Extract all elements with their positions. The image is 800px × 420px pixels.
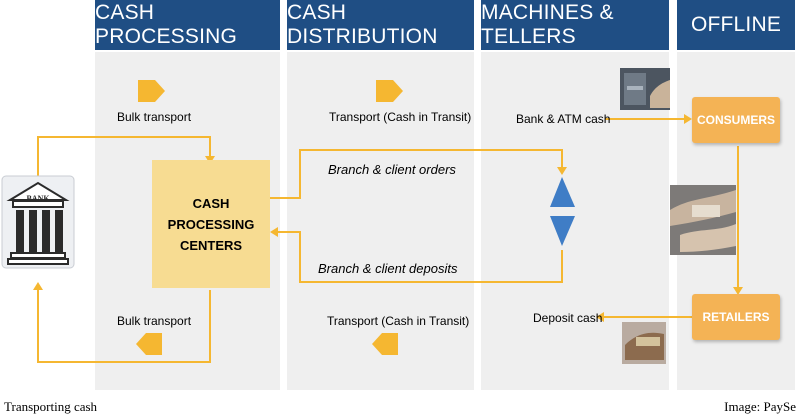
header-machines-tellers: MACHINES & TELLERS xyxy=(481,0,669,50)
processing-center-line2: PROCESSING xyxy=(167,216,255,232)
bulk-transport-top-line xyxy=(37,136,211,178)
bidirectional-arrow-icon xyxy=(550,177,575,246)
cash-deposit-photo-icon xyxy=(622,322,666,364)
arrowhead-into-retailers xyxy=(733,287,743,295)
bulk-transport-bottom-line xyxy=(37,288,211,363)
branch-deposits-line xyxy=(275,231,563,283)
header-offline: OFFLINE xyxy=(677,0,795,50)
caption-credit: Image: PaySe xyxy=(724,399,796,414)
cash-processing-centers-box: CASH PROCESSING CENTERS xyxy=(152,160,270,288)
label-deposit-cash: Deposit cash xyxy=(533,311,603,325)
consumers-box: CONSUMERS xyxy=(692,97,780,143)
cash-exchange-photo-icon xyxy=(670,185,736,255)
bank-building-icon xyxy=(1,175,75,269)
arrowhead-into-consumers xyxy=(684,114,692,124)
retailers-box: RETAILERS xyxy=(692,294,780,340)
transport-marker-icon xyxy=(376,80,403,102)
label-bank-atm-cash: Bank & ATM cash xyxy=(516,112,611,126)
label-transport-top: Transport (Cash in Transit) xyxy=(329,110,472,124)
arrowhead-into-processing-side xyxy=(270,227,278,237)
header-cash-processing: CASH PROCESSING xyxy=(95,0,280,50)
column-cash-distribution-bg xyxy=(287,52,474,390)
label-branch-orders: Branch & client orders xyxy=(328,162,456,177)
transport-marker-icon xyxy=(372,333,398,355)
transport-marker-icon xyxy=(136,333,162,355)
label-branch-deposits: Branch & client deposits xyxy=(318,261,458,276)
processing-center-line1: CASH xyxy=(192,195,230,211)
arrowhead-into-triangle-top xyxy=(557,167,567,175)
caption-title: Transporting cash xyxy=(4,399,98,414)
header-cash-distribution: CASH DISTRIBUTION xyxy=(287,0,474,50)
label-transport-bottom: Transport (Cash in Transit) xyxy=(327,314,470,328)
arrowhead-into-bank-bottom xyxy=(33,282,43,290)
transport-marker-icon xyxy=(138,80,165,102)
bank-label: BANK xyxy=(26,194,50,203)
branch-orders-line xyxy=(270,149,563,199)
atm-photo-icon xyxy=(620,68,670,110)
label-bulk-transport-bottom: Bulk transport xyxy=(117,314,192,328)
processing-center-line3: CENTERS xyxy=(179,237,243,253)
arrowhead-into-deposit xyxy=(596,312,604,322)
label-bulk-transport-top: Bulk transport xyxy=(117,110,192,124)
